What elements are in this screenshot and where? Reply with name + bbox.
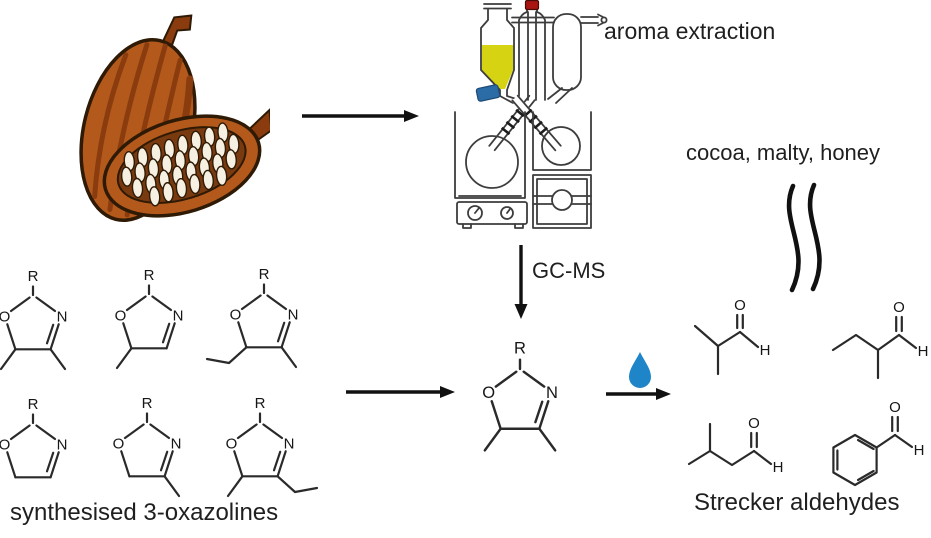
water-droplet-icon [629,352,651,388]
cocoa-bean [131,177,144,199]
atom-label-O: O [226,436,238,453]
atom-label-N: N [546,384,558,402]
structure-2-methylbutanal: O H [831,299,929,380]
atom-label-O: O [889,399,901,416]
cocoa-bean [215,165,228,187]
atom-label-N: N [57,437,68,454]
oxazoline-structure-4-methyl: R O N [113,395,182,498]
structure-benzaldehyde: O H [832,399,925,487]
atom-label-N: N [57,309,68,326]
stopcock-valve [475,84,501,102]
structure-2-methylpropanal: O H [693,297,771,376]
atom-label-N: N [288,307,299,324]
atom-label-N: N [173,308,184,325]
oxazoline-structure-5-ethyl-4-methyl: R O N [205,266,299,369]
atom-label-H: H [760,342,771,359]
oxazoline-structure-identified-4-5-dimethyl: R O N [482,340,558,452]
atom-label-O: O [230,307,242,324]
atom-label-O: O [115,308,127,325]
cocoa-pod-open [102,107,270,218]
oxazoline-structure-unsubstituted: R O N [0,396,68,479]
atom-label-H: H [773,459,784,476]
atom-label-R: R [255,395,266,412]
oxazoline-structure-5-methyl: R O N [115,267,184,370]
atom-label-O: O [113,436,125,453]
atom-label-R: R [28,268,39,285]
oxazolines-caption: synthesised 3-oxazolines [10,499,279,526]
atom-label-O: O [0,437,10,454]
oxazoline-structure-4-ethyl-5-methyl: R O N [226,395,319,498]
arrow-cocoa-to-extraction [302,110,419,122]
structure-3-methylbutanal: O H [687,415,784,476]
atom-label-O: O [893,299,905,316]
cocoa-bean [120,166,133,187]
atom-label-O: O [0,309,10,326]
aroma-waves-icon [786,182,822,293]
cocoa-bean [189,173,201,195]
atom-label-H: H [918,343,929,360]
cocoa-bean [148,186,161,207]
red-stopper [524,0,540,11]
hotplate-stirrer [456,201,528,229]
aroma-extraction-label: aroma extraction [604,18,776,44]
atom-label-O: O [748,415,760,432]
atom-label-R: R [142,395,153,412]
aroma-notes-label: cocoa, malty, honey [686,140,881,165]
aldehydes-caption: Strecker aldehydes [694,489,900,516]
support-box [532,174,592,229]
oxazoline-structure-4-5-dimethyl: R O N [0,268,68,371]
atom-label-R: R [259,266,270,283]
left-waterbath-flask [454,111,526,199]
atom-label-H: H [914,442,925,459]
aroma-extraction-apparatus [454,0,608,229]
synthesised-oxazolines-structures: R O N R O N R O N R O N R O N R O N [0,266,319,498]
atom-label-N: N [284,436,295,453]
arrow-hydrolysis [606,388,671,400]
atom-label-N: N [171,436,182,453]
arrow-oxazolines-to-product [346,386,455,398]
cocoa-bean [202,169,214,191]
atom-label-R: R [28,396,39,413]
cocoa-bean [162,182,174,203]
atom-label-R: R [144,267,155,284]
arrow-gcms-down [514,245,528,319]
identified-oxazoline-structure: R O N [482,340,558,452]
atom-label-O: O [482,384,495,402]
cocoa-pod-illustration [79,14,270,222]
cocoa-bean [225,149,237,170]
right-waterbath-flask [532,111,592,171]
cocoa-bean [175,177,188,199]
condenser [547,13,608,104]
strecker-aldehyde-structures: O H O H O H O H [687,297,929,487]
atom-label-R: R [514,340,526,358]
atom-label-O: O [734,297,746,314]
dropping-funnel [480,3,517,104]
gcms-label: GC-MS [532,258,606,283]
